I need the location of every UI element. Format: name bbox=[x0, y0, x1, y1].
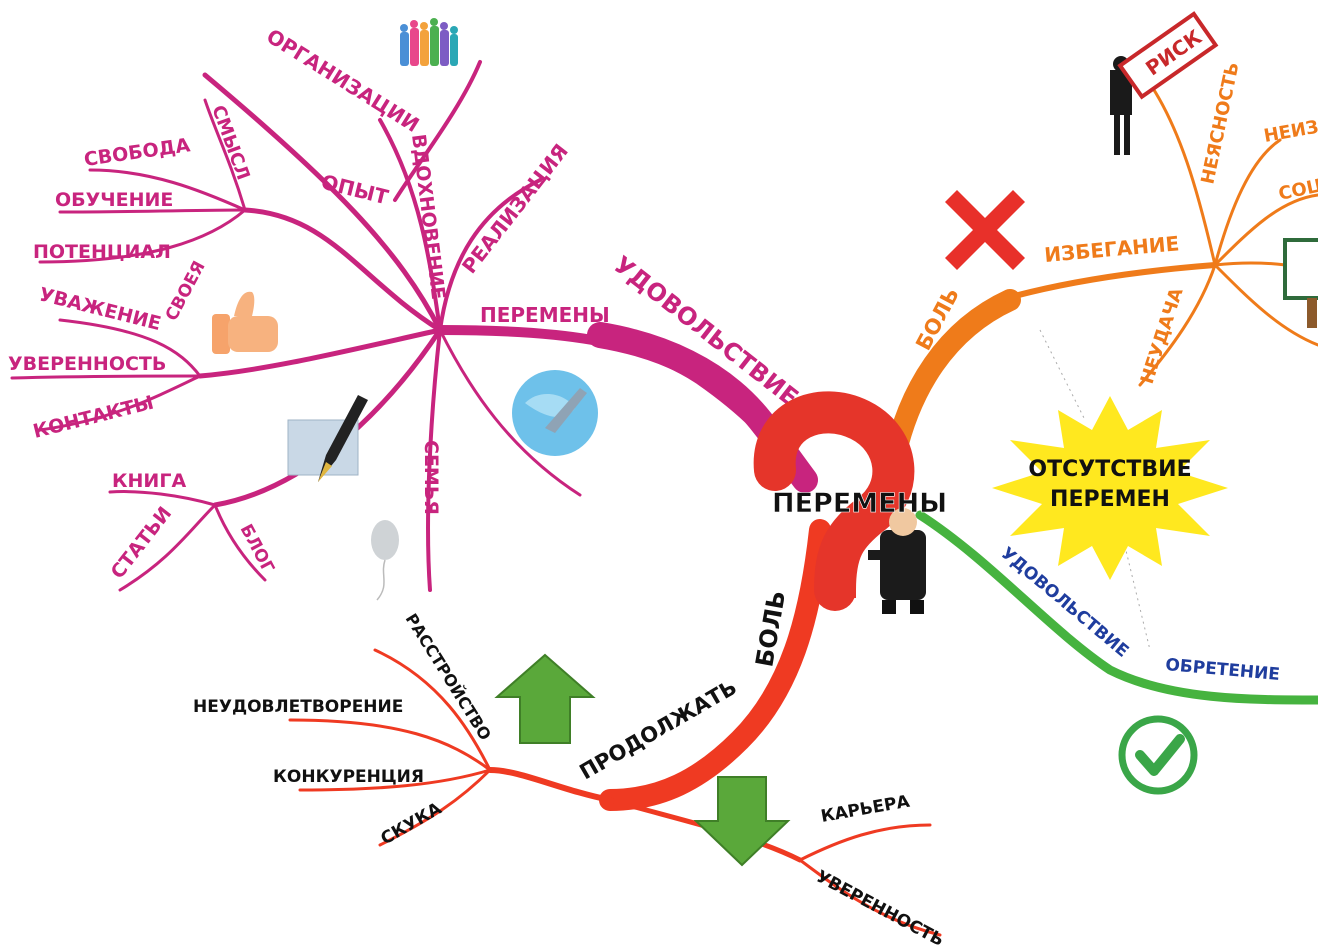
label-competition: КОНКУРЕНЦИЯ bbox=[273, 767, 424, 787]
label-learning: ОБУЧЕНИЕ bbox=[55, 189, 173, 211]
thumbs-up-icon bbox=[212, 291, 278, 354]
burst-line2: ПЕРЕМЕН bbox=[1050, 487, 1170, 512]
label-organizations: ОРГАНИЗАЦИИ bbox=[262, 24, 423, 137]
label-blog: БЛОГ bbox=[236, 521, 278, 577]
label-dissatisfaction: НЕУДОВЛЕТВОРЕНИЕ bbox=[193, 697, 403, 717]
label-confidence-2: УВЕРЕННОСТЬ bbox=[813, 867, 947, 947]
businessman-icon bbox=[868, 508, 926, 614]
signpost-icon bbox=[1283, 238, 1318, 328]
arrow-up-icon bbox=[494, 653, 596, 744]
label-articles: СТАТЬИ bbox=[107, 503, 177, 583]
label-social: СОЦ bbox=[1277, 175, 1318, 205]
label-meaning: СМЫСЛ bbox=[207, 103, 253, 183]
burst-line1: ОТСУТСТВИЕ bbox=[1028, 457, 1191, 482]
pen-paper-icon bbox=[287, 395, 368, 482]
continue-branch-labels: БОЛЬ ПРОДОЛЖАТЬ РАССТРОЙСТВО НЕУДОВЛЕТВО… bbox=[193, 588, 947, 947]
label-own: СВОЕЯ bbox=[162, 258, 210, 324]
label-boredom: СКУКА bbox=[378, 798, 446, 849]
label-gain: ОБРЕТЕНИЕ bbox=[1165, 655, 1281, 685]
red-cross-icon bbox=[945, 190, 1025, 270]
label-experience: ОПЫТ bbox=[319, 170, 391, 210]
people-icon bbox=[400, 18, 458, 66]
question-mark-icon bbox=[753, 391, 915, 611]
label-uncertainty: НЕЯСНОСТЬ bbox=[1197, 60, 1243, 186]
checkmark-icon bbox=[1118, 715, 1198, 795]
balloon-icon bbox=[371, 520, 399, 601]
label-potential: ПОТЕНЦИАЛ bbox=[33, 241, 171, 263]
label-family: СЕМЬЯ bbox=[420, 440, 442, 515]
center-label: ПЕРЕМЕНЫ bbox=[772, 488, 947, 519]
label-realization: РЕАЛИЗАЦИЯ bbox=[457, 139, 573, 278]
label-changes-sub: ПЕРЕМЕНЫ bbox=[480, 303, 610, 327]
label-confidence: УВЕРЕННОСТЬ bbox=[8, 353, 166, 375]
globe-plane-icon bbox=[512, 370, 598, 456]
man-carrying-risk-icon: РИСК bbox=[1110, 11, 1219, 155]
no-change-burst: ОТСУТСТВИЕ ПЕРЕМЕН bbox=[992, 396, 1228, 580]
label-avoidance: ИЗБЕГАНИЕ bbox=[1043, 231, 1180, 267]
label-freedom: СВОБОДА bbox=[83, 134, 192, 171]
label-inspiration: ВДОХНОВЕНИЕ bbox=[407, 133, 449, 301]
label-career: КАРЬЕРА bbox=[819, 792, 912, 827]
label-contacts: КОНТАКТЫ bbox=[31, 392, 156, 443]
label-book: КНИГА bbox=[112, 470, 186, 492]
gain-branch-lines bbox=[915, 510, 1318, 705]
arrow-down-icon bbox=[693, 776, 791, 867]
label-frustration: РАССТРОЙСТВО bbox=[402, 610, 495, 744]
label-unknown: НЕИЗ bbox=[1262, 117, 1318, 147]
